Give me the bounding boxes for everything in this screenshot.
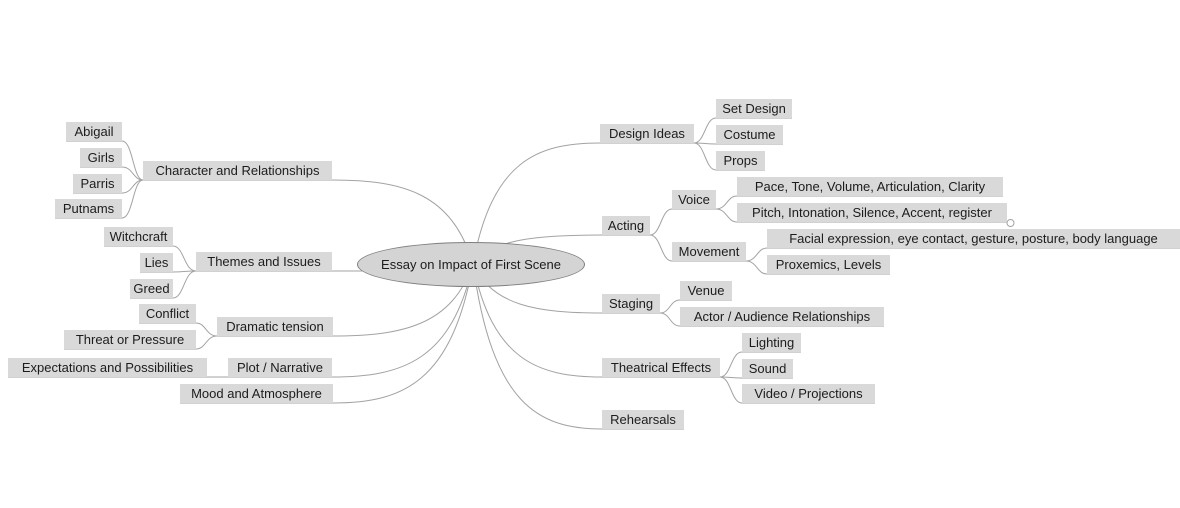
edge-parris: [73, 179, 144, 194]
edge-character-and-relationships: [143, 179, 474, 265]
node-sound[interactable]: Sound: [742, 359, 793, 378]
edge-voice: [649, 208, 716, 236]
node-pitch-intonation[interactable]: Pitch, Intonation, Silence, Accent, regi…: [737, 203, 1007, 222]
edge-mood-and-atmosphere: [180, 263, 474, 404]
edge-venue: [659, 299, 732, 314]
edge-witchcraft: [104, 245, 197, 272]
node-character-and-relationships[interactable]: Character and Relationships: [143, 161, 332, 180]
node-props[interactable]: Props: [716, 151, 765, 170]
node-plot-narrative[interactable]: Plot / Narrative: [228, 358, 332, 377]
node-threat-or-pressure[interactable]: Threat or Pressure: [64, 330, 196, 349]
edge-proxemics-levels: [745, 260, 890, 275]
edge-props: [693, 142, 765, 171]
folded-node-handle-icon[interactable]: [1006, 219, 1015, 227]
node-pace-tone-volume[interactable]: Pace, Tone, Volume, Articulation, Clarit…: [737, 177, 1003, 196]
node-witchcraft[interactable]: Witchcraft: [104, 227, 173, 246]
edge-abigail: [66, 140, 144, 181]
edge-girls: [80, 166, 144, 181]
edge-conflict: [139, 322, 218, 337]
edge-actor-audience-relationships: [659, 312, 884, 327]
node-abigail[interactable]: Abigail: [66, 122, 122, 141]
node-mood-and-atmosphere[interactable]: Mood and Atmosphere: [180, 384, 333, 403]
node-video-projections[interactable]: Video / Projections: [742, 384, 875, 403]
edge-rehearsals: [472, 263, 684, 430]
edge-design-ideas: [472, 142, 694, 265]
node-staging[interactable]: Staging: [602, 294, 660, 313]
edge-lies: [140, 270, 197, 273]
edge-facial-expression: [745, 247, 1180, 262]
edge-putnams: [55, 179, 144, 219]
edge-costume: [693, 142, 783, 145]
edge-threat-or-pressure: [64, 335, 218, 350]
node-dramatic-tension[interactable]: Dramatic tension: [217, 317, 333, 336]
node-putnams[interactable]: Putnams: [55, 199, 122, 218]
node-conflict[interactable]: Conflict: [139, 304, 196, 323]
node-set-design[interactable]: Set Design: [716, 99, 792, 118]
node-facial-expression[interactable]: Facial expression, eye contact, gesture,…: [767, 229, 1180, 248]
node-acting[interactable]: Acting: [602, 216, 650, 235]
node-voice[interactable]: Voice: [672, 190, 716, 209]
root-node[interactable]: Essay on Impact of First Scene: [357, 242, 585, 287]
node-venue[interactable]: Venue: [680, 281, 732, 300]
node-lies[interactable]: Lies: [140, 253, 173, 272]
edge-lighting: [719, 351, 801, 378]
edge-theatrical-effects: [472, 263, 720, 378]
node-themes-and-issues[interactable]: Themes and Issues: [196, 252, 332, 271]
edge-plot-narrative: [228, 263, 474, 378]
node-proxemics-levels[interactable]: Proxemics, Levels: [767, 255, 890, 274]
node-costume[interactable]: Costume: [716, 125, 783, 144]
edge-pitch: [715, 208, 1007, 223]
node-expectations-and-possibilities[interactable]: Expectations and Possibilities: [8, 358, 207, 377]
root-node-label: Essay on Impact of First Scene: [381, 257, 561, 272]
node-girls[interactable]: Girls: [80, 148, 122, 167]
node-design-ideas[interactable]: Design Ideas: [600, 124, 694, 143]
node-lighting[interactable]: Lighting: [742, 333, 801, 352]
node-greed[interactable]: Greed: [130, 279, 173, 298]
edge-greed: [130, 270, 197, 299]
node-theatrical-effects[interactable]: Theatrical Effects: [602, 358, 720, 377]
node-movement[interactable]: Movement: [672, 242, 746, 261]
node-actor-audience-relationships[interactable]: Actor / Audience Relationships: [680, 307, 884, 326]
node-parris[interactable]: Parris: [73, 174, 122, 193]
edge-sound: [719, 376, 793, 379]
edge-pace: [715, 195, 1003, 210]
edge-set-design: [693, 117, 792, 144]
edge-video-projections: [719, 376, 875, 404]
node-rehearsals[interactable]: Rehearsals: [602, 410, 684, 429]
edge-movement: [649, 234, 746, 262]
